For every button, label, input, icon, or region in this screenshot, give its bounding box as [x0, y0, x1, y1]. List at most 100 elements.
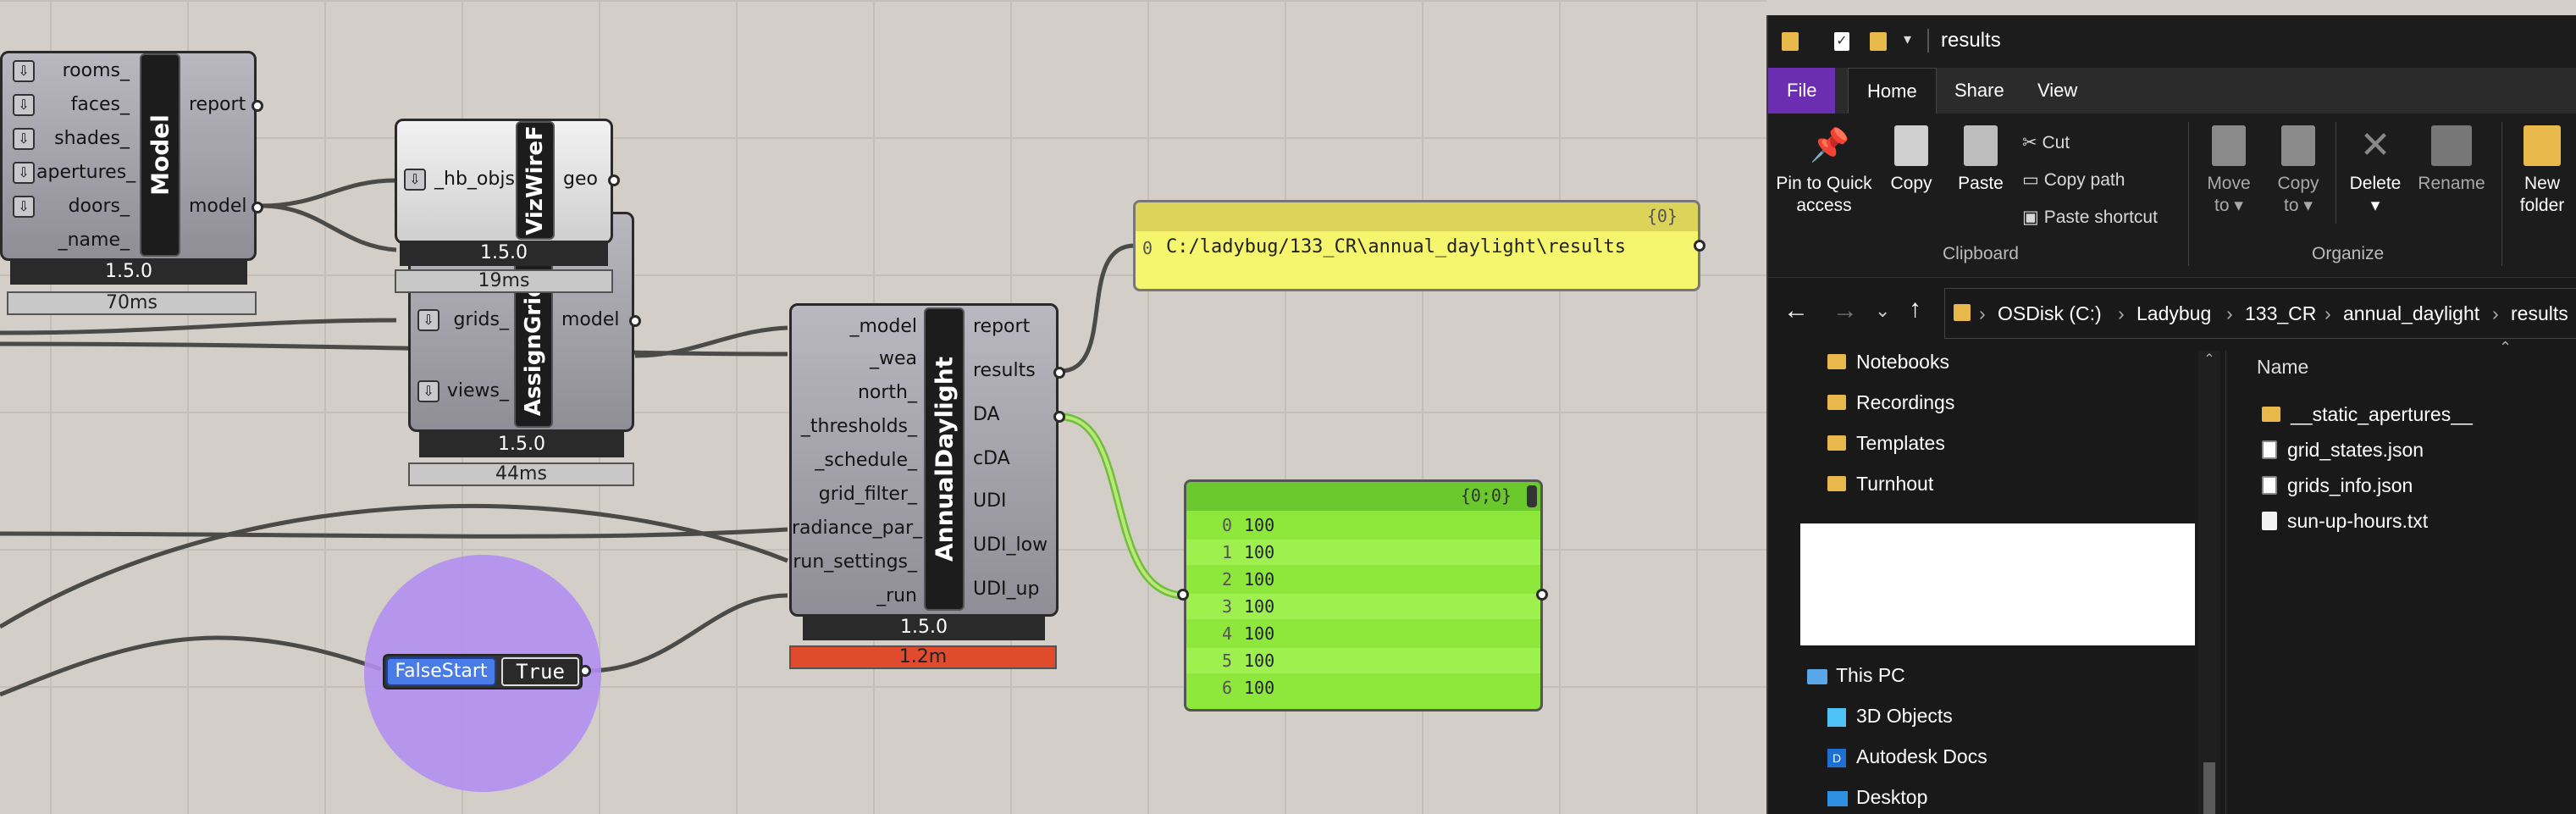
- input-rooms[interactable]: rooms_: [62, 60, 130, 81]
- nav-item-templates[interactable]: Templates: [1827, 432, 1945, 455]
- output-udi-up[interactable]: UDI_up: [973, 579, 1040, 600]
- input-model[interactable]: _model: [849, 316, 917, 337]
- model-component[interactable]: ⇩ ⇩ ⇩ ⇩ ⇩ rooms_ faces_ shades_ aperture…: [0, 51, 263, 261]
- toggle-out-pin[interactable]: [579, 665, 591, 677]
- input-views[interactable]: views_: [446, 380, 509, 401]
- input-grids[interactable]: grids_: [453, 309, 509, 330]
- da-panel-out-pin[interactable]: [1536, 589, 1548, 601]
- file-grid-states[interactable]: grid_states.json: [2262, 439, 2424, 462]
- nav-scrollbar[interactable]: ⌃: [2198, 351, 2220, 814]
- output-model[interactable]: model: [189, 196, 247, 217]
- input-hb-objs[interactable]: _hb_objs: [434, 169, 515, 190]
- up-arrow-icon[interactable]: ↑: [1909, 295, 1921, 323]
- tab-file[interactable]: File: [1768, 68, 1836, 114]
- apertures-arrow-icon[interactable]: ⇩: [13, 162, 35, 184]
- copy-button[interactable]: Copy: [1882, 125, 1941, 195]
- rename-button[interactable]: Rename: [2413, 125, 2490, 195]
- crumb-osdisk[interactable]: OSDisk (C:): [1998, 302, 2102, 324]
- new-folder-quick-icon[interactable]: [1870, 32, 1887, 51]
- output-udi[interactable]: UDI: [973, 490, 1007, 512]
- output-report[interactable]: report: [189, 94, 246, 115]
- file-grids-info[interactable]: grids_info.json: [2262, 474, 2413, 497]
- toggle-value[interactable]: True: [501, 657, 579, 686]
- results-path-panel[interactable]: {0} 0 C:/ladybug/133_CR\annual_daylight\…: [1133, 200, 1700, 291]
- copy-to-button[interactable]: Copy to ▾: [2268, 125, 2329, 217]
- results-pin[interactable]: [1053, 367, 1065, 379]
- input-wea[interactable]: _wea: [869, 348, 917, 369]
- input-name[interactable]: _name_: [58, 230, 130, 251]
- back-arrow-icon[interactable]: ←: [1783, 296, 1809, 324]
- output-cda[interactable]: cDA: [973, 448, 1010, 469]
- new-folder-button[interactable]: New folder: [2507, 125, 2576, 217]
- rooms-arrow-icon[interactable]: ⇩: [13, 60, 35, 82]
- da-panel-in-pin[interactable]: [1177, 589, 1189, 601]
- input-grid-filter[interactable]: grid_filter_: [818, 484, 917, 505]
- input-apertures[interactable]: apertures_: [36, 162, 136, 183]
- model-report-pin[interactable]: [252, 100, 263, 112]
- hb-objs-arrow-icon[interactable]: ⇩: [404, 169, 426, 191]
- tab-home[interactable]: Home: [1848, 68, 1937, 114]
- shades-arrow-icon[interactable]: ⇩: [13, 128, 35, 150]
- tab-view[interactable]: View: [2037, 80, 2078, 101]
- file-static-apertures[interactable]: __static_apertures__: [2262, 403, 2473, 426]
- input-radiance-par[interactable]: radiance_par_: [792, 518, 923, 539]
- file-sun-up-hours[interactable]: sun-up-hours.txt: [2262, 510, 2428, 533]
- path-panel-out-pin[interactable]: [1694, 240, 1705, 252]
- pin-quick-access-button[interactable]: 📌 Pin to Quick access: [1773, 125, 1875, 217]
- toggle-label[interactable]: FalseStart: [386, 657, 496, 686]
- input-doors[interactable]: doors_: [68, 196, 130, 217]
- nav-item-3d-objects[interactable]: 3D Objects: [1827, 705, 1953, 728]
- tab-share[interactable]: Share: [1954, 80, 2004, 101]
- column-header-name[interactable]: Name: [2257, 356, 2309, 378]
- vizwire-output-pin[interactable]: [608, 174, 620, 186]
- address-bar[interactable]: › OSDisk (C:) › Ladybug › 133_CR › annua…: [1944, 288, 2576, 339]
- annual-daylight-component[interactable]: _model _wea north_ _thresholds_ _schedul…: [789, 303, 1065, 617]
- output-assign-model[interactable]: model: [561, 309, 620, 330]
- paste-button[interactable]: Paste: [1951, 125, 2010, 195]
- nav-item-this-pc[interactable]: This PC: [1807, 664, 1905, 687]
- properties-icon[interactable]: ✓: [1834, 32, 1849, 51]
- input-north[interactable]: north_: [857, 382, 917, 403]
- output-udi-low[interactable]: UDI_low: [973, 534, 1048, 556]
- paste-shortcut-button[interactable]: ▣ Paste shortcut: [2022, 208, 2158, 227]
- copy-path-button[interactable]: ▭ Copy path: [2022, 170, 2125, 190]
- nav-item-desktop[interactable]: Desktop: [1827, 786, 1927, 809]
- model-output-pin[interactable]: [252, 202, 263, 213]
- grasshopper-canvas[interactable]: ⇩ ⇩ ⇩ ⇩ ⇩ rooms_ faces_ shades_ aperture…: [0, 0, 1766, 814]
- assign-output-pin[interactable]: [629, 315, 641, 327]
- crumb-annual-daylight[interactable]: annual_daylight: [2343, 302, 2480, 324]
- input-faces[interactable]: faces_: [70, 94, 130, 115]
- input-run-settings[interactable]: run_settings_: [793, 551, 917, 573]
- navigation-pane[interactable]: Notebooks Recordings Templates Turnhout …: [1768, 351, 2225, 814]
- forward-arrow-icon[interactable]: →: [1832, 296, 1858, 324]
- da-pin[interactable]: [1053, 411, 1065, 423]
- doors-arrow-icon[interactable]: ⇩: [13, 196, 35, 218]
- crumb-133cr[interactable]: 133_CR: [2245, 302, 2317, 324]
- faces-arrow-icon[interactable]: ⇩: [13, 94, 35, 116]
- nav-scroll-thumb[interactable]: [2203, 762, 2215, 814]
- output-da[interactable]: DA: [973, 404, 1000, 425]
- nav-item-notebooks[interactable]: Notebooks: [1827, 351, 1949, 374]
- nav-item-turnhout[interactable]: Turnhout: [1827, 473, 1933, 496]
- delete-button[interactable]: ✕ Delete▾: [2349, 125, 2402, 216]
- output-results[interactable]: results: [973, 360, 1036, 381]
- file-list[interactable]: Name ⌃ __static_apertures__ grid_states.…: [2225, 339, 2576, 814]
- quick-access-dropdown-icon[interactable]: ▾: [1904, 30, 1912, 47]
- input-schedule[interactable]: _schedule_: [815, 450, 917, 471]
- crumb-ladybug[interactable]: Ladybug: [2137, 302, 2212, 324]
- output-geo[interactable]: geo: [563, 169, 598, 190]
- vizwire-component[interactable]: ⇩ _hb_objs VizWireF geo: [395, 119, 620, 244]
- move-to-button[interactable]: Move to ▾: [2198, 125, 2259, 217]
- file-explorer-window[interactable]: ✓ ▾ results File Home Share View 📌 Pin t…: [1766, 15, 2576, 814]
- grids-arrow-icon[interactable]: ⇩: [417, 309, 439, 331]
- crumb-results[interactable]: results: [2511, 302, 2568, 324]
- input-run[interactable]: _run: [876, 585, 917, 606]
- cut-button[interactable]: ✂ Cut: [2022, 133, 2070, 152]
- nav-item-recordings[interactable]: Recordings: [1827, 391, 1954, 414]
- views-arrow-icon[interactable]: ⇩: [417, 380, 439, 402]
- input-shades[interactable]: shades_: [54, 128, 130, 149]
- recent-dropdown-icon[interactable]: ⌄: [1875, 300, 1891, 321]
- output-report[interactable]: report: [973, 316, 1031, 337]
